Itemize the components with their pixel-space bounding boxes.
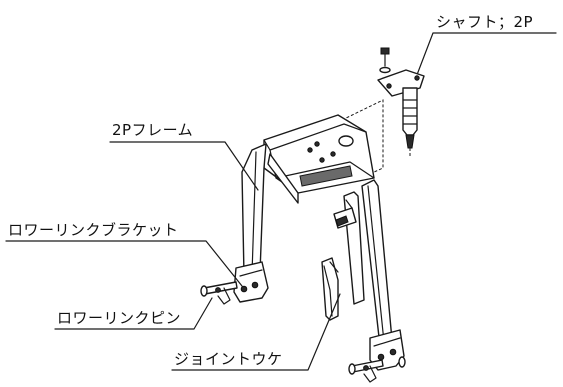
frame-center-leg xyxy=(333,191,365,305)
left-pin xyxy=(200,281,238,305)
frame-top xyxy=(263,114,375,204)
left-bracket xyxy=(233,261,269,303)
alignment-guide xyxy=(341,99,384,174)
right-leg-tube xyxy=(361,179,393,347)
lower-link-pin-label: ロワーリンクピン xyxy=(57,309,182,327)
shaft-bolt xyxy=(379,47,391,74)
joint-receiver-label: ジョイントウケ xyxy=(174,350,283,368)
shaft-assembly xyxy=(341,32,557,174)
lower-link-bracket-label: ロワーリンクブラケット xyxy=(8,221,179,239)
shaft-label: シャフト；2P xyxy=(436,13,534,31)
frame-leader-line xyxy=(109,141,259,191)
center-leg-tube xyxy=(343,191,365,305)
pin-leader-line xyxy=(54,297,213,330)
frame-left-leg xyxy=(200,143,269,305)
bracket-leader-line xyxy=(5,240,243,287)
frame-label: 2Pフレーム xyxy=(112,121,194,139)
joint-leader-line xyxy=(171,293,341,371)
right-pin xyxy=(348,356,406,383)
shaft-leader-line xyxy=(414,32,557,81)
frame-right-leg xyxy=(348,179,406,383)
shaft-body xyxy=(402,87,418,136)
